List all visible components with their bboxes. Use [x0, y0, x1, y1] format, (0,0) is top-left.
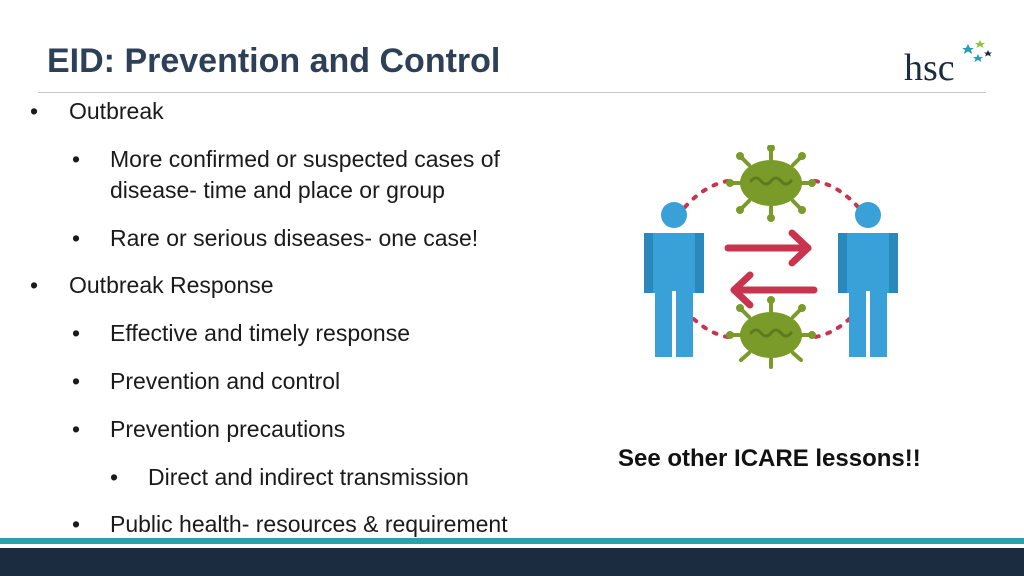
bullet-text: Effective and timely response: [110, 320, 411, 346]
bullet-text: Public health- resources & requirement: [110, 511, 508, 537]
bullet-glyph: •: [30, 272, 39, 298]
title-divider: [38, 92, 986, 93]
bullet-text: Direct and indirect transmission: [148, 464, 469, 490]
person-icon: [644, 202, 704, 357]
bullet-text: Prevention and control: [110, 368, 341, 394]
bullet-text: Prevention precautions: [110, 416, 346, 442]
bullet-glyph: •: [72, 146, 81, 172]
bullet-glyph: •: [72, 416, 81, 442]
bullet-text: disease- time and place or group: [110, 177, 445, 203]
footer-bar: [0, 548, 1024, 576]
hsc-logo: hsc: [904, 40, 992, 89]
transmission-illustration: [644, 145, 898, 369]
bullet-glyph: •: [72, 368, 81, 394]
bullet-text: Outbreak: [69, 98, 164, 124]
slide-title: EID: Prevention and Control: [47, 42, 501, 80]
arrow-right-icon: [724, 229, 812, 267]
virus-icon: [726, 296, 816, 369]
footer-accent-bar: [0, 538, 1024, 544]
bullet-glyph: •: [30, 98, 39, 124]
bullet-text: More confirmed or suspected cases of: [110, 146, 500, 172]
bullet-text: Outbreak Response: [69, 272, 274, 298]
bullet-glyph: •: [110, 464, 119, 490]
bullet-glyph: •: [72, 225, 81, 251]
person-icon: [838, 202, 898, 357]
virus-icon: [726, 145, 816, 222]
logo-wordmark: hsc: [904, 47, 955, 89]
callout-text: See other ICARE lessons!!: [618, 445, 921, 472]
bullet-glyph: •: [72, 511, 81, 537]
arrow-left-icon: [730, 271, 818, 309]
logo-stars-icon: [962, 40, 992, 62]
bullet-glyph: •: [72, 320, 81, 346]
bullet-text: Rare or serious diseases- one case!: [110, 225, 479, 251]
